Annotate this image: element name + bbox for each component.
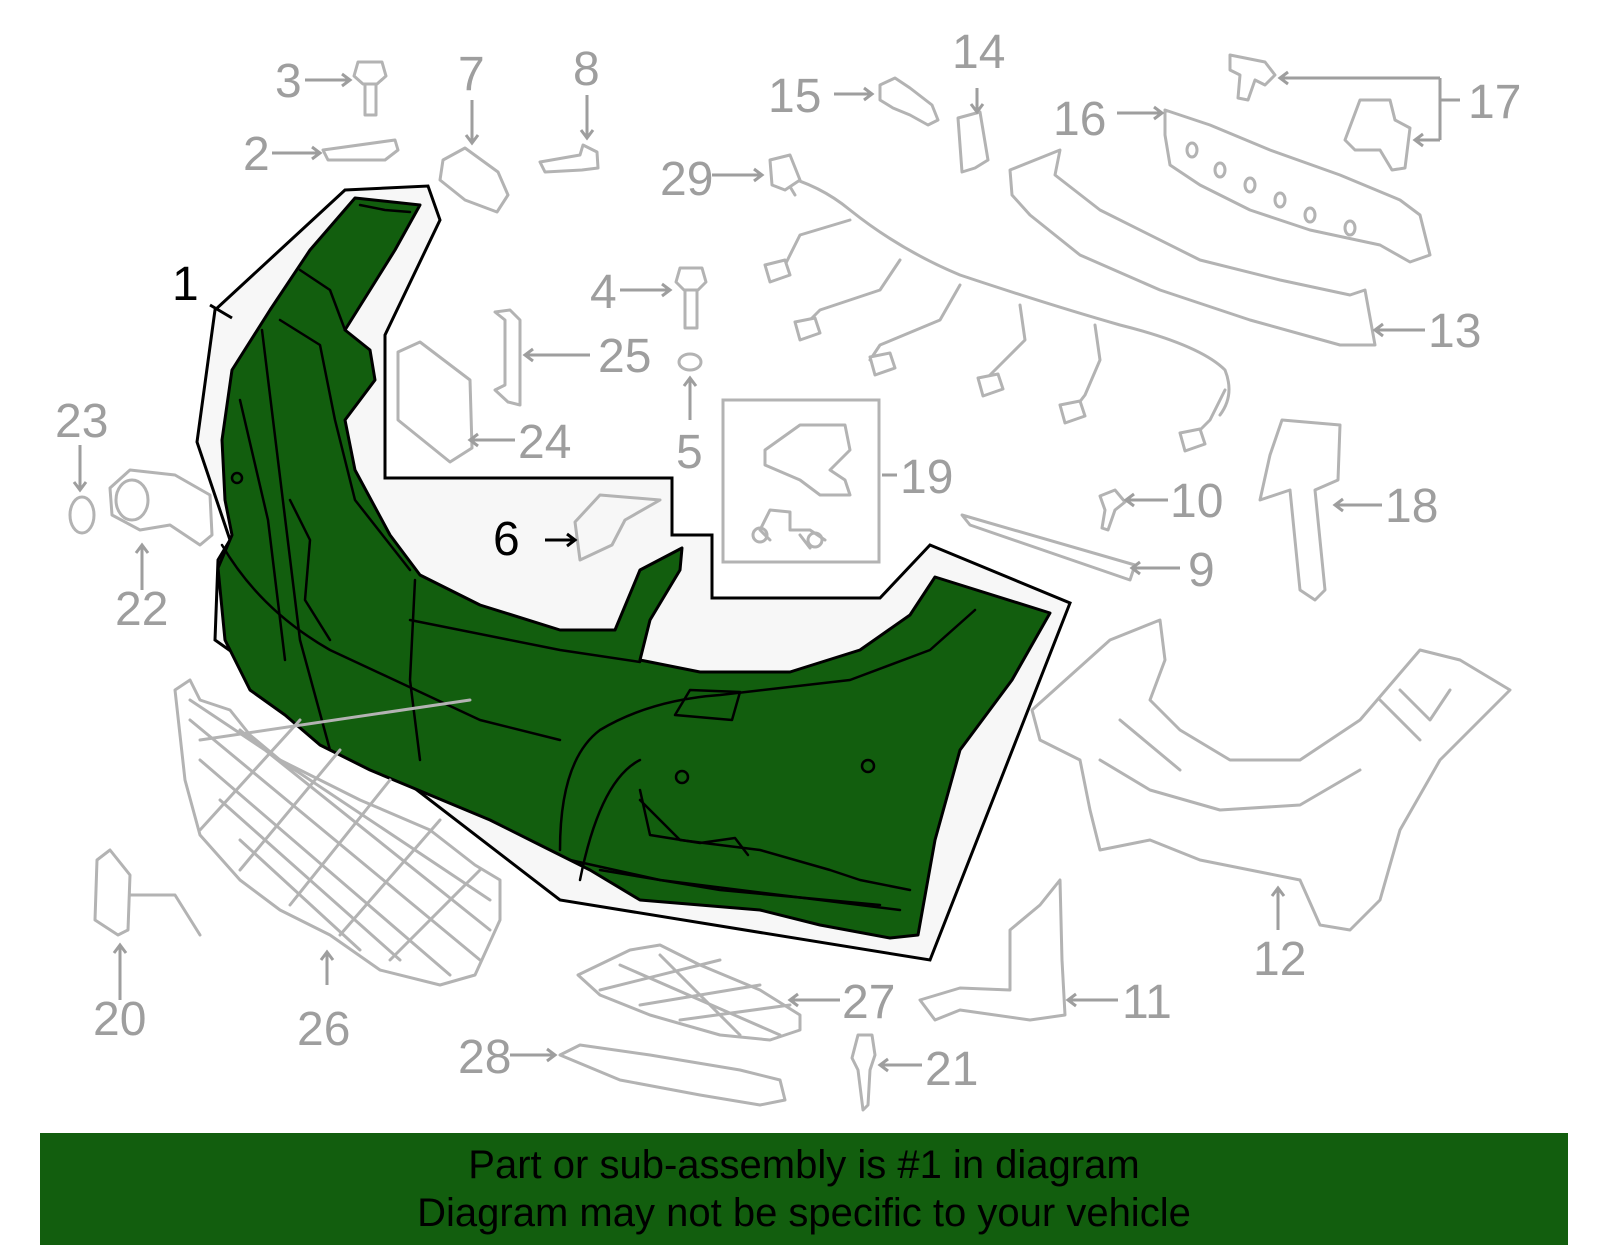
part-16-impact-bar — [1163, 108, 1432, 264]
callout-17[interactable]: 17 — [1468, 76, 1521, 129]
part-24-module — [396, 340, 474, 464]
part-1-bumper-cover[interactable] — [216, 196, 1052, 940]
part-13-energy-absorber — [1008, 148, 1377, 347]
callout-23[interactable]: 23 — [55, 395, 108, 448]
part-21-pin — [850, 1033, 877, 1112]
callout-3[interactable]: 3 — [275, 55, 302, 108]
callout-7[interactable]: 7 — [458, 48, 485, 101]
callout-14[interactable]: 14 — [952, 26, 1005, 79]
callout-4[interactable]: 4 — [590, 266, 617, 319]
part-23-ring — [68, 495, 96, 535]
callout-19[interactable]: 19 — [900, 451, 953, 504]
part-6-bracket — [573, 493, 662, 562]
part-7-sensor-bracket — [438, 146, 510, 214]
part-20-cover — [93, 848, 202, 937]
part-15-bolt — [878, 76, 940, 127]
callout-20[interactable]: 20 — [93, 993, 146, 1046]
part-22-lens — [114, 478, 150, 522]
callout-27[interactable]: 27 — [842, 976, 895, 1029]
part-10-pin — [1098, 488, 1127, 532]
callout-13[interactable]: 13 — [1428, 305, 1481, 358]
part-17-guides — [1228, 53, 1412, 172]
part-12-detail — [1098, 688, 1452, 812]
part-3-bolt — [352, 60, 388, 117]
callout-11[interactable]: 11 — [1122, 976, 1172, 1029]
callout-18[interactable]: 18 — [1385, 480, 1438, 533]
part-4-bolt — [674, 266, 708, 330]
part-28-trim — [558, 1043, 787, 1107]
part-22-sensor — [108, 468, 214, 547]
part-9-strip — [960, 513, 1137, 582]
part-14-clip — [956, 110, 990, 174]
part-27-lower-grille — [576, 943, 802, 1042]
callout-1[interactable]: 1 — [172, 258, 199, 311]
callout-16[interactable]: 16 — [1053, 93, 1106, 146]
banner-line-part: Part or sub-assembly is #1 in diagram — [468, 1143, 1140, 1187]
callout-9[interactable]: 9 — [1188, 544, 1215, 597]
part-5-washer — [677, 352, 703, 372]
info-banner: Part or sub-assembly is #1 in diagram Di… — [40, 1133, 1568, 1245]
callout-26[interactable]: 26 — [297, 1003, 350, 1056]
callout-2[interactable]: 2 — [243, 128, 270, 181]
part-29-wiring-harness — [763, 153, 1231, 453]
part-2-clip — [321, 138, 400, 162]
part-8-screw — [538, 143, 600, 174]
part-11-side-bracket — [918, 878, 1067, 1022]
part-12-reinforcement — [1030, 618, 1512, 932]
callout-12[interactable]: 12 — [1253, 933, 1306, 986]
callout-25[interactable]: 25 — [598, 330, 651, 383]
part-18-bracket — [1258, 418, 1342, 602]
callout-24[interactable]: 24 — [518, 416, 571, 469]
callout-21[interactable]: 21 — [925, 1043, 978, 1096]
callout-8[interactable]: 8 — [573, 43, 600, 96]
callout-29[interactable]: 29 — [660, 153, 713, 206]
banner-line-disclaimer: Diagram may not be specific to your vehi… — [417, 1191, 1191, 1235]
callout-10[interactable]: 10 — [1170, 475, 1223, 528]
callout-labels: 1 2 3 4 5 6 7 8 9 10 11 12 13 14 15 16 1… — [55, 26, 1521, 1096]
part-25-clip — [493, 308, 522, 407]
part-27-mesh — [598, 953, 792, 1037]
part-26-mesh — [188, 698, 492, 977]
callout-28[interactable]: 28 — [458, 1031, 511, 1084]
leader-arrows — [72, 70, 1460, 1073]
part-16-holes — [1185, 141, 1357, 237]
callout-6[interactable]: 6 — [493, 513, 520, 566]
callout-22[interactable]: 22 — [115, 583, 168, 636]
callout-5[interactable]: 5 — [676, 426, 703, 479]
part-19-inset-kit — [721, 398, 881, 564]
callout-15[interactable]: 15 — [768, 70, 821, 123]
